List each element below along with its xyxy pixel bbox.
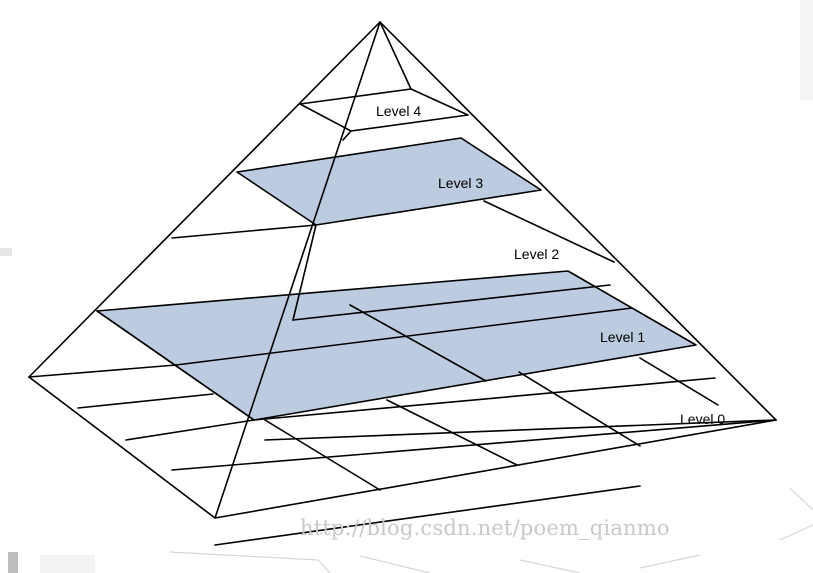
level-3-outline <box>236 137 542 226</box>
edge-front <box>214 21 381 519</box>
level-0-label: Level 0 <box>680 411 725 427</box>
level-0-row-1-left <box>28 364 177 378</box>
edge-left <box>28 21 381 378</box>
edge-panel-bottom <box>40 555 95 573</box>
level-4-edge <box>342 130 352 141</box>
level-0-row-4-upper <box>264 419 776 441</box>
edge-back <box>379 21 412 90</box>
grid-lines <box>28 21 777 546</box>
level-0-row-3 <box>253 377 716 421</box>
level-3-fill <box>237 138 541 225</box>
level-1-grid-col <box>349 304 487 382</box>
level-2-front-edge <box>292 224 317 321</box>
level-0-col-4 <box>518 371 641 447</box>
level-0-col-3 <box>386 399 518 466</box>
edge-panel-top <box>800 0 813 100</box>
level-4-label: Level 4 <box>376 103 421 119</box>
level-0-col-2 <box>264 419 381 491</box>
level-0-row-2-left <box>77 393 214 409</box>
watermark-text: http://blog.csdn.net/poem_qianmo <box>300 516 670 540</box>
edge-right <box>379 21 777 421</box>
edge-mark-left <box>0 248 12 256</box>
level-1-inner-back <box>292 284 611 321</box>
base-right <box>214 419 777 519</box>
level-0-col-5 <box>639 357 719 406</box>
level-4-outline <box>299 88 469 132</box>
level-3-label: Level 3 <box>438 175 483 191</box>
level-1-label: Level 1 <box>600 329 645 345</box>
level-0-row-4 <box>171 419 777 471</box>
level-2-label: Level 2 <box>514 246 559 262</box>
level-0-row-3-left <box>125 419 255 441</box>
edge-mark-bottom <box>8 552 18 573</box>
level-2-back-left <box>171 224 317 239</box>
watermark-strokes <box>169 487 813 573</box>
level-0-front-edge-2 <box>214 485 641 546</box>
level-1-fill <box>97 271 696 420</box>
level-1-grid-row <box>175 307 633 366</box>
level-2-right-edge <box>483 200 615 263</box>
base-left <box>28 376 216 519</box>
level-0-col-left-1 <box>96 310 255 421</box>
